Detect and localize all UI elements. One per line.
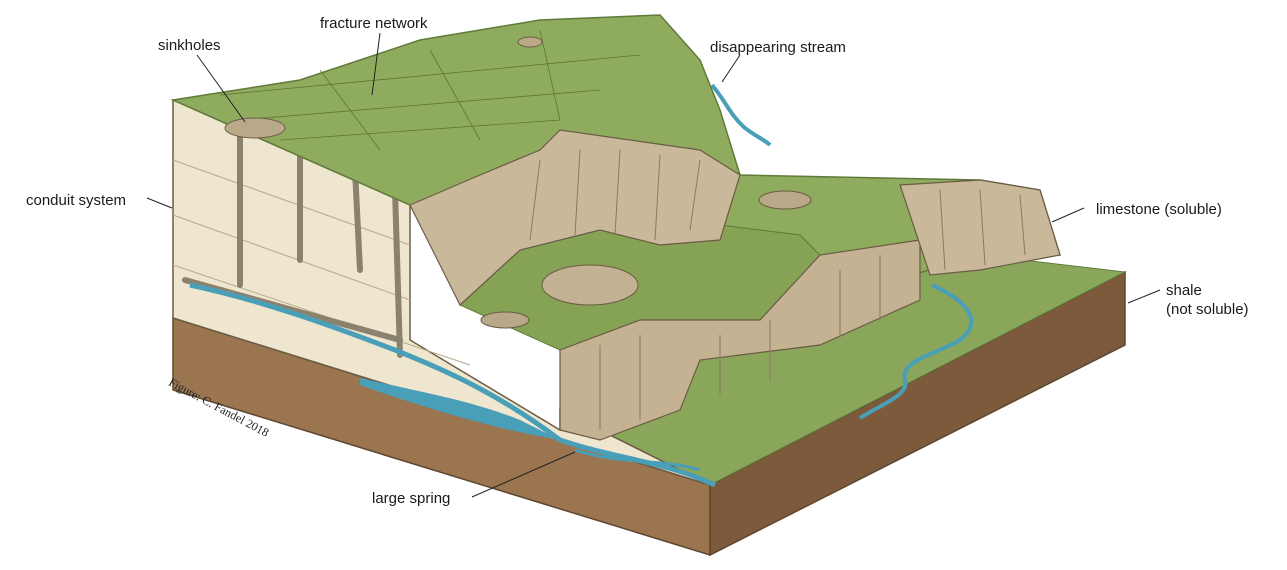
label-fracture-network: fracture network	[320, 15, 428, 32]
sinkhole-top	[517, 36, 543, 48]
fracture-lines	[219, 29, 641, 151]
label-large-spring: large spring	[372, 490, 451, 507]
sinkhole-plateau	[224, 117, 286, 139]
central-cliff	[409, 129, 741, 306]
spring-outflow	[574, 448, 701, 472]
label-conduit-system: conduit system	[26, 192, 127, 209]
label-shale: shale	[1166, 282, 1202, 299]
leader-lines	[146, 32, 1161, 498]
spring-pool	[360, 378, 560, 440]
sinkhole-upper-right	[758, 190, 812, 210]
disappearing-stream-channel	[710, 83, 772, 147]
sinkhole-terrace	[541, 264, 639, 306]
front-cliff	[559, 239, 921, 441]
label-limestone: limestone (soluble)	[1096, 201, 1222, 218]
valley-stream	[858, 283, 974, 420]
sinkhole-edge	[480, 311, 530, 329]
label-disappearing-stream: disappearing stream	[710, 39, 846, 56]
right-cliff	[899, 179, 1061, 276]
label-shale-note: (not soluble)	[1166, 301, 1249, 318]
label-sinkholes: sinkholes	[158, 37, 221, 54]
cliff-texture	[529, 149, 1026, 430]
